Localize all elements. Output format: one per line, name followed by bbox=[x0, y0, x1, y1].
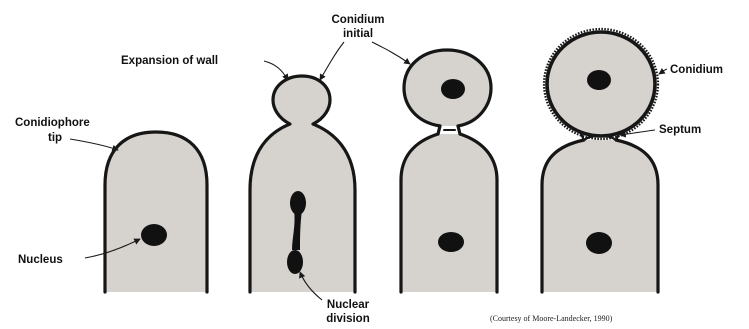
label-conidium: Conidium bbox=[670, 64, 723, 76]
stage-1-conidiophore bbox=[105, 132, 207, 292]
stage-4-mature-conidium bbox=[542, 29, 658, 292]
nucleus-stage-1 bbox=[141, 224, 167, 246]
nucleus-stalk-stage-3 bbox=[438, 232, 464, 252]
label-expansion-of-wall: Expansion of wall bbox=[121, 55, 218, 67]
label-septum: Septum bbox=[659, 124, 701, 136]
stage-3-conidium-initial bbox=[401, 50, 497, 292]
stage-2-expansion bbox=[250, 76, 355, 292]
label-nuclear-division-line-1: Nuclear bbox=[327, 299, 370, 311]
nucleus-conidium-initial bbox=[441, 79, 465, 99]
label-conidiophore-tip-line-1: Conidiophore bbox=[15, 117, 90, 129]
label-conidiophore-tip-line-2: tip bbox=[48, 132, 62, 144]
credit-line: (Courtesy of Moore-Landecker, 1990) bbox=[490, 314, 613, 323]
nucleus-stalk-stage-4 bbox=[586, 232, 612, 254]
label-nuclear-division-line-2: division bbox=[326, 313, 369, 325]
label-nucleus: Nucleus bbox=[18, 254, 63, 266]
label-conidium-initial-line-1: Conidium bbox=[331, 14, 384, 26]
label-conidium-initial-line-2: initial bbox=[343, 28, 373, 40]
nucleus-conidium bbox=[587, 70, 611, 90]
